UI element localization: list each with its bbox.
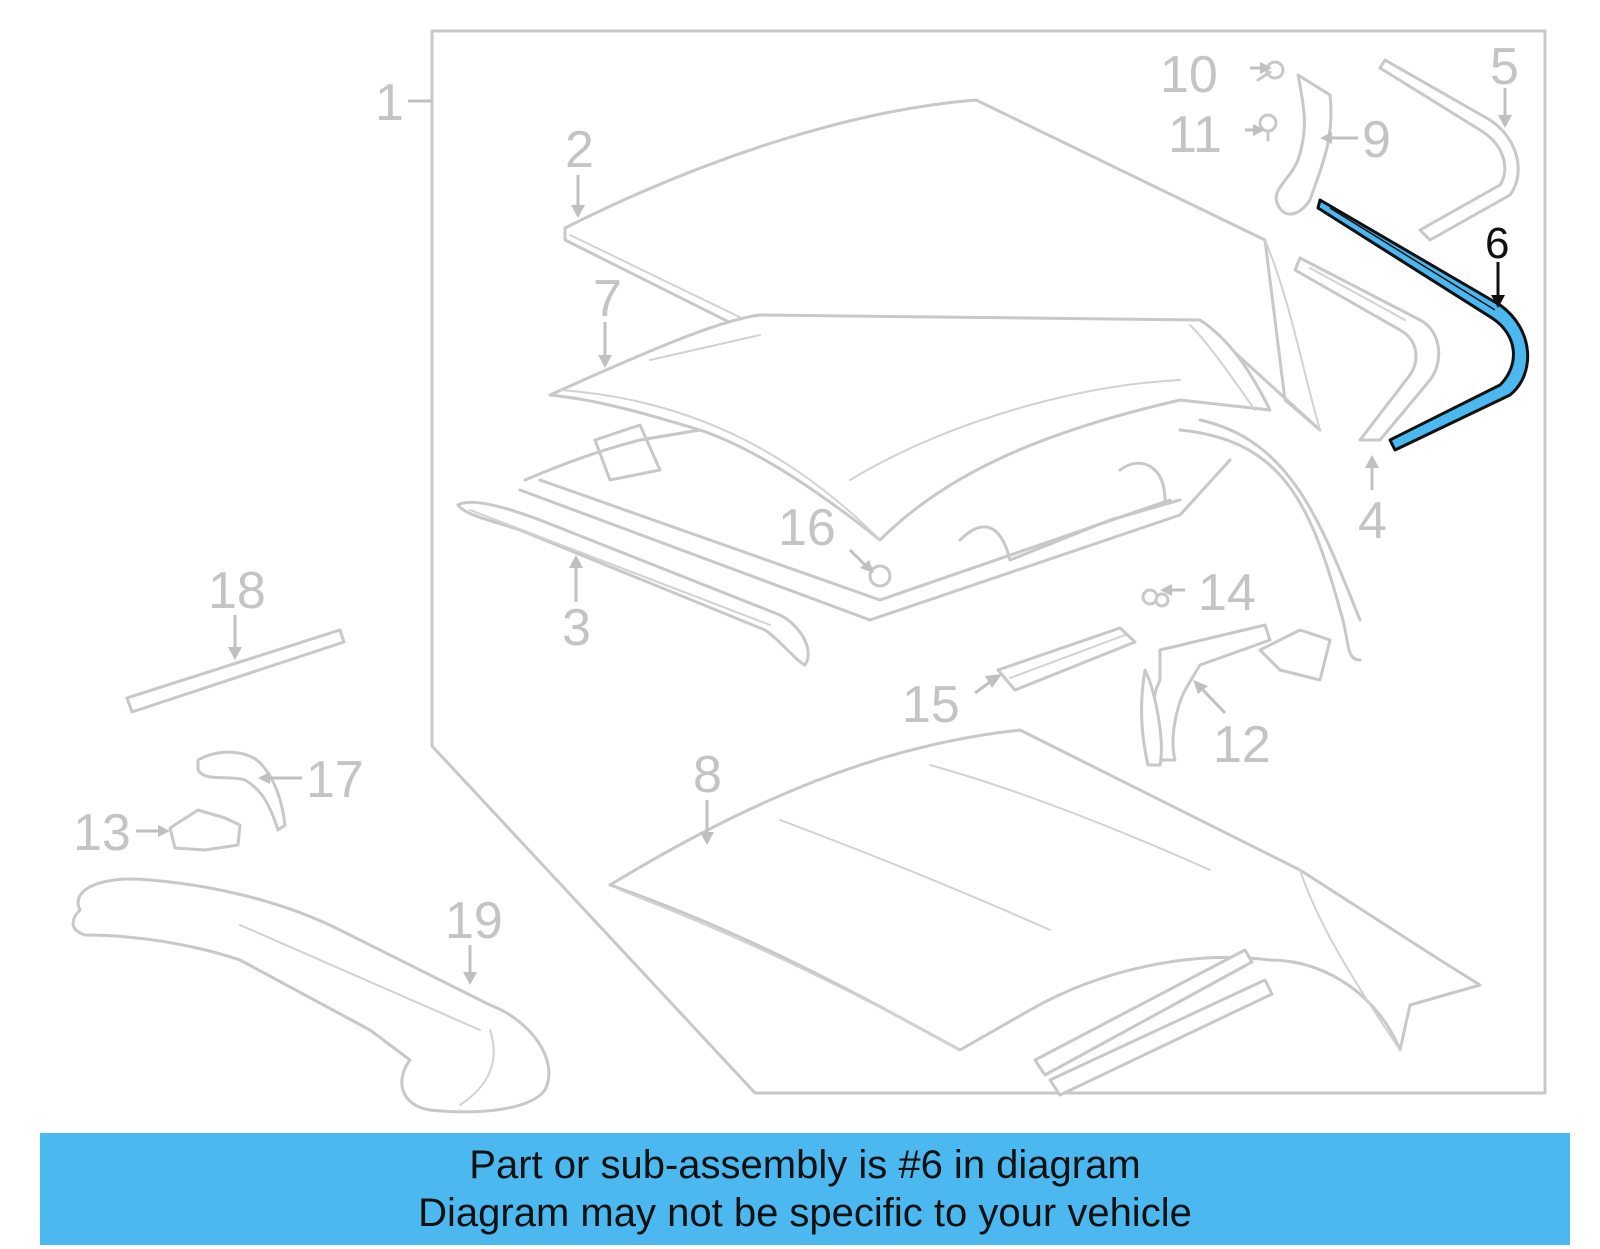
side-rail [456,500,810,667]
fastener-11 [1258,113,1278,142]
callout-2: 2 [565,121,594,179]
callout-11: 11 [1168,106,1222,164]
callout-7: 7 [593,270,622,328]
callout-1: 1 [375,74,404,132]
assembly-frame [430,29,1547,1095]
latch-15 [996,626,1137,692]
leader-arrows [136,62,1512,985]
fastener-16 [868,564,892,588]
callout-5: 5 [1490,38,1519,96]
callout-18: 18 [208,562,266,620]
callout-15: 15 [902,676,960,734]
banner-line-1: Part or sub-assembly is #6 in diagram [469,1143,1141,1187]
bracket-17 [196,750,287,832]
strip-18 [125,628,346,714]
banner-line-2: Diagram may not be specific to your vehi… [418,1191,1192,1235]
callout-4: 4 [1358,492,1387,550]
trim-strip [1378,58,1520,242]
callout-14: 14 [1198,564,1256,622]
fastener-14 [1141,588,1170,608]
bracket-9 [1274,73,1333,216]
callout-8: 8 [693,746,722,804]
callout-3: 3 [562,599,591,657]
callout-12: 12 [1213,716,1271,774]
callout-16: 16 [778,499,836,557]
hinge-13 [168,808,242,852]
weatherstrip-rail [1293,256,1441,442]
spoiler-19 [71,877,551,1114]
hinge-bracket-12 [1140,623,1272,767]
callout-19: 19 [445,892,503,950]
hard-top [608,728,1482,1097]
callout-6: 6 [1485,219,1509,268]
callout-17: 17 [306,751,364,809]
info-banner: Part or sub-assembly is #6 in diagram Di… [40,1133,1570,1245]
highlighted-part-6 [1316,198,1530,452]
callout-9: 9 [1362,111,1391,169]
top-frame [518,418,1362,682]
callout-10: 10 [1160,46,1218,104]
callout-13: 13 [73,804,131,862]
